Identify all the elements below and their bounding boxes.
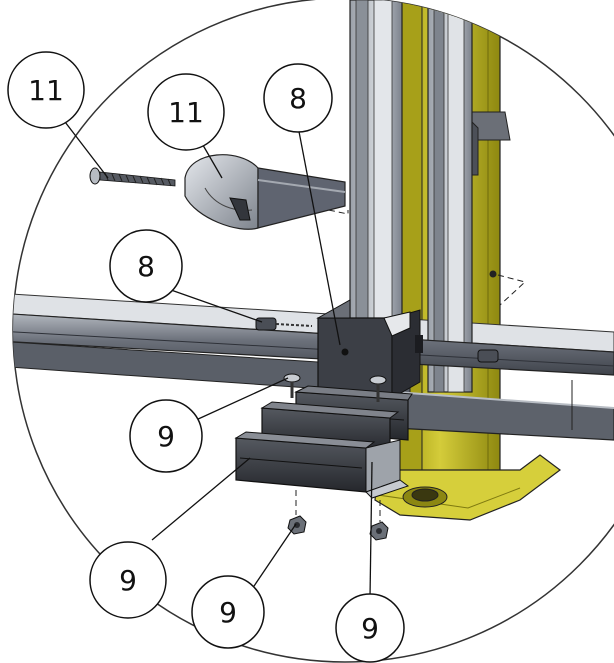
callout-part-11-screw: 11 [7,51,85,129]
callout-part-8-bracket: 8 [263,63,333,133]
callout-part-8-bolt: 8 [109,229,183,303]
steel-channel-base [365,439,410,499]
svg-text:11: 11 [168,96,204,129]
black-corner-bracket [316,299,423,399]
svg-text:11: 11 [28,74,64,107]
horizontal-rail-lower [394,380,614,441]
svg-text:8: 8 [289,82,307,115]
screw-part-9-left [283,373,301,398]
svg-text:9: 9 [219,596,237,629]
svg-text:9: 9 [157,420,175,453]
callout-part-9-screw: 9 [129,399,203,473]
leader-lines [61,115,373,599]
callout-bubbles: 11 11 8 8 9 9 9 9 [7,51,405,663]
callout-part-11-cap: 11 [147,73,225,151]
detail-view-content [13,0,614,541]
callout-part-9-block: 9 [89,541,167,619]
end-cap-part-11 [184,154,346,230]
yellow-base-plate [374,454,561,521]
svg-text:9: 9 [361,612,379,645]
long-screw-part-11 [89,167,176,187]
callout-part-9-nut: 9 [191,575,265,649]
svg-text:9: 9 [119,564,137,597]
steel-upright-right [427,0,473,393]
bolt-right-rail [477,349,499,363]
svg-text:8: 8 [137,250,155,283]
screw-part-9-right [369,375,387,402]
steel-upright-left [349,0,403,331]
rubber-block-front [234,431,376,493]
callout-part-9-channel: 9 [335,593,405,663]
nut-part-9-right [369,521,389,541]
